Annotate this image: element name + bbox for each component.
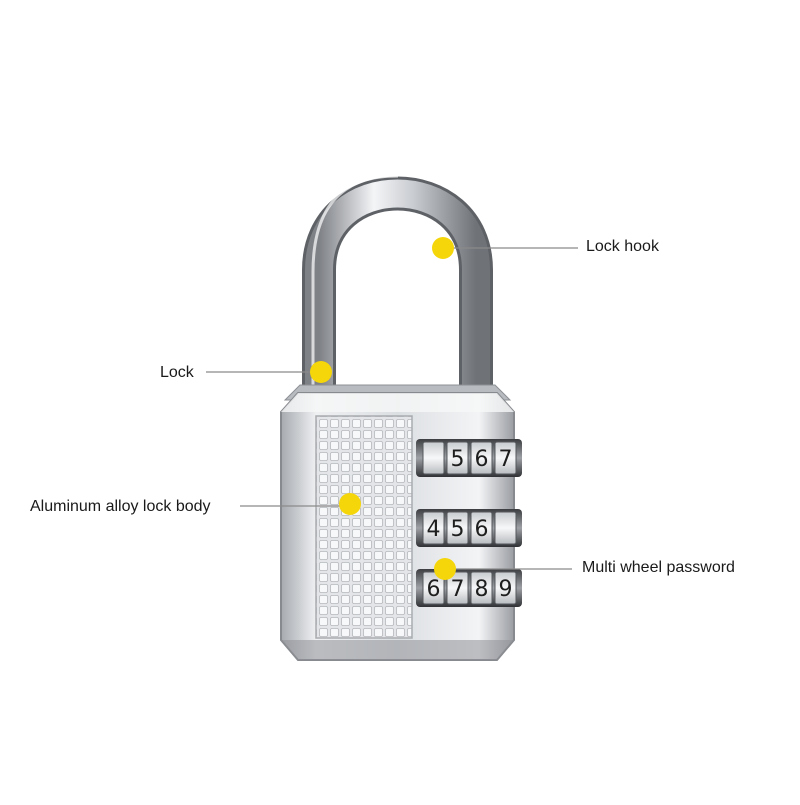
wheel-digit: 9 xyxy=(499,577,513,602)
callout-multi-wheel: Multi wheel password xyxy=(582,559,735,576)
wheel-digit: 6 xyxy=(427,577,441,602)
wheel-face xyxy=(470,511,493,545)
wheel-face xyxy=(494,511,517,545)
marker-wheels xyxy=(434,558,456,580)
marker-lock xyxy=(310,361,332,383)
wheel-digit: 5 xyxy=(451,447,465,472)
callout-markers xyxy=(310,237,456,580)
callout-lock-hook: Lock hook xyxy=(586,238,659,255)
wheel-face xyxy=(422,571,445,605)
callout-lock-body: Aluminum alloy lock body xyxy=(30,498,211,515)
wheel-face xyxy=(494,441,517,475)
wheel-digit: 7 xyxy=(499,447,513,472)
marker-lock-hook xyxy=(432,237,454,259)
callout-lock: Lock xyxy=(160,364,194,381)
wheel-digit: 6 xyxy=(475,517,489,542)
wheel-digit: 5 xyxy=(451,517,465,542)
wheel-digit: 6 xyxy=(475,447,489,472)
wheel-face xyxy=(446,571,469,605)
wheel-face xyxy=(446,441,469,475)
wheel-face xyxy=(422,441,445,475)
wheel-face xyxy=(470,441,493,475)
body-texture-panel xyxy=(315,415,413,639)
wheel-digit: 8 xyxy=(475,577,489,602)
leader-lines xyxy=(206,247,578,570)
wheel-face xyxy=(494,571,517,605)
shackle xyxy=(302,174,493,395)
wheel-face xyxy=(446,511,469,545)
wheel-digit: 7 xyxy=(451,577,465,602)
wheel-digit: 4 xyxy=(427,517,441,542)
wheel-face xyxy=(470,571,493,605)
marker-body xyxy=(339,493,361,515)
wheel-face xyxy=(422,511,445,545)
